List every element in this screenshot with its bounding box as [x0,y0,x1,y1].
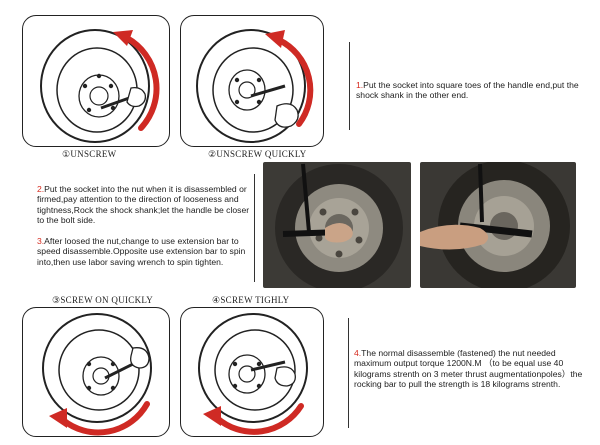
step-4-text: The normal disassemble (fastened) the nu… [354,348,583,390]
step-1-number: 1. [356,80,364,90]
tire-wrench-tighten-illustration [198,313,308,435]
tire-speed-bar-reverse-illustration [42,313,152,436]
step-1-instruction: 1.Put the socket into square toes of the… [356,80,588,101]
illustration-panel-screw-on-quickly [22,307,170,437]
divider-line-steps-2-3 [254,174,256,282]
step-2-number: 2. [37,184,45,194]
photo-wrench-on-truck-tire [263,162,411,288]
step-3-instruction: 3.After loosed the nut,change to use ext… [37,236,251,267]
illustration-panel-unscrew-quickly [180,15,324,147]
step-1-text: Put the socket into square toes of the h… [356,80,579,101]
caption-screw-on-quickly: ③SCREW ON QUICKLY [52,295,154,305]
caption-unscrew-quickly: ②UNSCREW QUICKLY [208,149,307,159]
step-4-number: 4. [354,348,362,358]
step-2-instruction: 2.Put the socket into the nut when it is… [37,184,251,226]
tire-speed-bar-illustration [196,29,314,143]
illustration-panel-unscrew [22,15,170,147]
step-4-instruction: 4.The normal disassemble (fastened) the … [354,348,590,390]
step-2-text: Put the socket into the nut when it is d… [37,184,250,226]
divider-line-step-4 [348,318,350,428]
illustration-panel-screw-tighly [180,307,324,437]
step-3-text: After loosed the nut,change to use exten… [37,236,246,267]
caption-unscrew: ①UNSCREW [62,149,117,159]
tire-wrench-illustration [40,29,160,143]
caption-screw-tighly: ④SCREW TIGHLY [212,295,290,305]
photo-hand-on-handle [420,162,576,288]
divider-line-step-1 [349,42,351,130]
step-3-number: 3. [37,236,45,246]
